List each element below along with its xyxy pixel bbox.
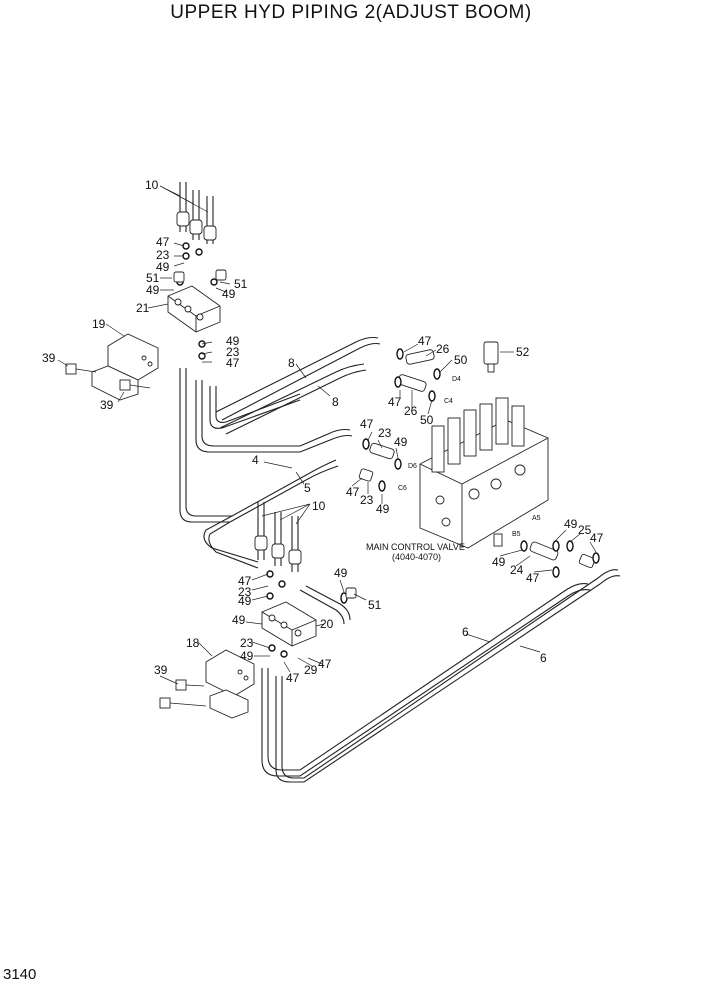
label-29: 29 [304,663,318,677]
label-10-top: 10 [145,178,159,192]
label-19: 19 [92,317,106,331]
label-23-c: 23 [378,426,392,440]
label-25: 25 [578,523,592,537]
hose-lines [176,182,621,783]
label-49-k: 49 [232,613,246,627]
port-d4: D4 [452,376,461,383]
port-markings: D4 C4 D6 C6 A5 B5 [398,376,541,538]
label-49-f: 49 [376,502,390,516]
plugs-51 [173,269,357,599]
page-number: 3140 [3,966,37,983]
label-26-a: 26 [436,342,450,356]
label-52: 52 [516,345,530,359]
valve-caption-line2: (4040-4070) [392,552,441,562]
label-39-a: 39 [42,351,56,365]
label-26-b: 26 [404,404,418,418]
label-10-bottom: 10 [312,499,326,513]
label-51-b: 51 [234,277,248,291]
main-control-valve [419,397,549,549]
label-51-a: 51 [146,271,160,285]
label-8-a: 8 [288,356,295,370]
label-47-j: 47 [318,657,332,671]
port-c6: C6 [398,485,407,492]
label-24: 24 [510,563,524,577]
label-47-a: 47 [156,235,170,249]
page-title: UPPER HYD PIPING 2(ADJUST BOOM) [170,2,532,23]
label-6-a: 6 [462,625,469,639]
label-5: 5 [304,481,311,495]
label-47-c: 47 [418,334,432,348]
valve-caption-line1: MAIN CONTROL VALVE [366,542,465,552]
label-21: 21 [136,301,150,315]
bracket-18 [205,649,255,719]
label-49-h: 49 [492,555,506,569]
bracket-19 [91,333,159,401]
label-18: 18 [186,636,200,650]
label-20: 20 [320,617,334,631]
label-49-j: 49 [334,566,348,580]
label-49-b: 49 [146,283,160,297]
label-47-i: 47 [238,574,252,588]
label-23-e: 23 [238,585,252,599]
label-47-k: 47 [286,671,300,685]
manifold-block-20 [261,601,317,647]
label-47-b: 47 [226,356,240,370]
port-c4: C4 [444,398,453,405]
label-50-a: 50 [454,353,468,367]
bolts-39 [65,363,207,709]
label-47-f: 47 [346,485,360,499]
label-50-b: 50 [420,413,434,427]
fittings [358,349,596,569]
label-49-d: 49 [226,334,240,348]
manifold-block-21 [167,285,221,333]
label-49-e: 49 [394,435,408,449]
label-49-a: 49 [156,260,170,274]
port-d6: D6 [408,463,417,470]
label-6-b: 6 [540,651,547,665]
label-49-c: 49 [222,287,236,301]
label-39-b: 39 [100,398,114,412]
callout-labels: 10 47 23 49 51 49 51 49 21 49 23 47 19 3… [42,178,604,685]
label-47-e: 47 [360,417,374,431]
o-rings [176,242,600,658]
label-39-c: 39 [154,663,168,677]
label-49-i: 49 [238,594,252,608]
port-a5: A5 [532,515,541,522]
label-49-l: 49 [240,649,254,663]
label-51-c: 51 [368,598,382,612]
relief-valve-52 [483,341,499,373]
label-47-h: 47 [526,571,540,585]
label-4: 4 [252,453,259,467]
valve-caption: MAIN CONTROL VALVE (4040-4070) [366,542,465,562]
label-47-d: 47 [388,395,402,409]
label-47-g: 47 [590,531,604,545]
label-23-d: 23 [360,493,374,507]
label-23-b: 23 [226,345,240,359]
leader-lines [57,185,597,685]
label-49-g: 49 [564,517,578,531]
label-23-a: 23 [156,248,170,262]
label-23-f: 23 [240,636,254,650]
label-8-b: 8 [332,395,339,409]
port-b5: B5 [512,531,521,538]
